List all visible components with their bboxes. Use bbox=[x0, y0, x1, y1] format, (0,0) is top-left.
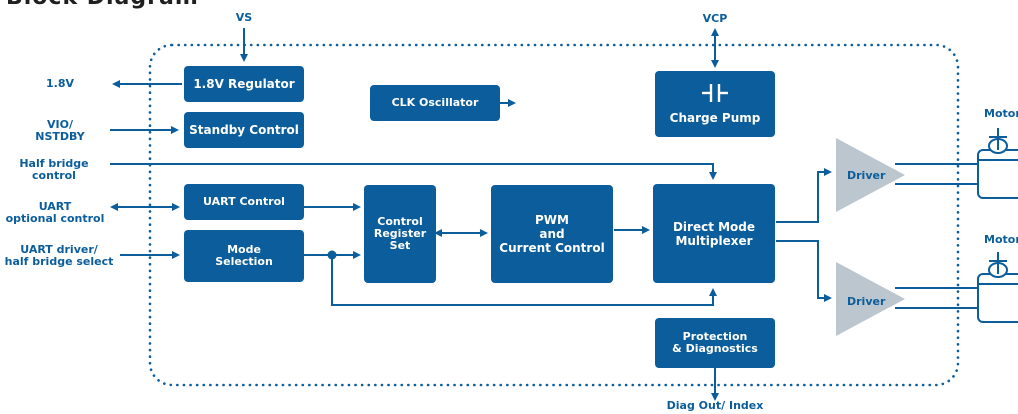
control-register-block: Control Register Set bbox=[364, 185, 436, 283]
half-bridge-label: Half bridge control bbox=[19, 157, 89, 182]
motor2-icon bbox=[977, 252, 1018, 323]
driver2-label: Driver bbox=[847, 295, 886, 308]
diag-out-label: Diag Out/ Index bbox=[666, 399, 764, 412]
chip-boundary bbox=[148, 43, 960, 387]
diagram-heading: Block Diagram bbox=[6, 0, 199, 10]
mode-to-mux-line bbox=[331, 255, 717, 306]
multiplexer-block: Direct Mode Multiplexer bbox=[653, 184, 775, 283]
driver1-label: Driver bbox=[847, 169, 886, 182]
protection-diagnostics-block: Protection & Diagnostics bbox=[655, 318, 775, 368]
charge-pump-block: Charge Pump bbox=[655, 71, 775, 137]
junction-dot bbox=[327, 250, 337, 260]
v18-label: 1.8V bbox=[46, 77, 74, 90]
regulator-block: 1.8V Regulator bbox=[184, 66, 304, 102]
motor1-icon bbox=[977, 128, 1018, 199]
pwm-current-control-block: PWM and Current Control bbox=[491, 185, 613, 283]
mux-to-driver1-line bbox=[776, 168, 832, 223]
vs-label: VS bbox=[235, 11, 253, 24]
vcp-label: VCP bbox=[702, 12, 728, 25]
clk-oscillator-block: CLK Oscillator bbox=[370, 85, 500, 121]
vio-label: VIO/ NSTDBY bbox=[35, 118, 85, 143]
uart-label: UART optional control bbox=[5, 200, 105, 225]
driver2-triangle bbox=[836, 262, 905, 336]
standby-control-block: Standby Control bbox=[184, 112, 304, 148]
charge-pump-label: Charge Pump bbox=[669, 111, 761, 125]
driver1-triangle bbox=[836, 138, 905, 212]
uart-control-block: UART Control bbox=[184, 184, 304, 220]
capacitor-icon bbox=[702, 84, 728, 102]
halfbridge-line bbox=[110, 163, 717, 180]
motor1-label: Motor bbox=[984, 107, 1018, 120]
mux-to-driver2-line bbox=[776, 240, 832, 302]
uart-driver-label: UART driver/ half bridge select bbox=[4, 243, 114, 268]
mode-selection-block: Mode Selection bbox=[184, 230, 304, 282]
motor2-label: Motor bbox=[984, 233, 1018, 246]
